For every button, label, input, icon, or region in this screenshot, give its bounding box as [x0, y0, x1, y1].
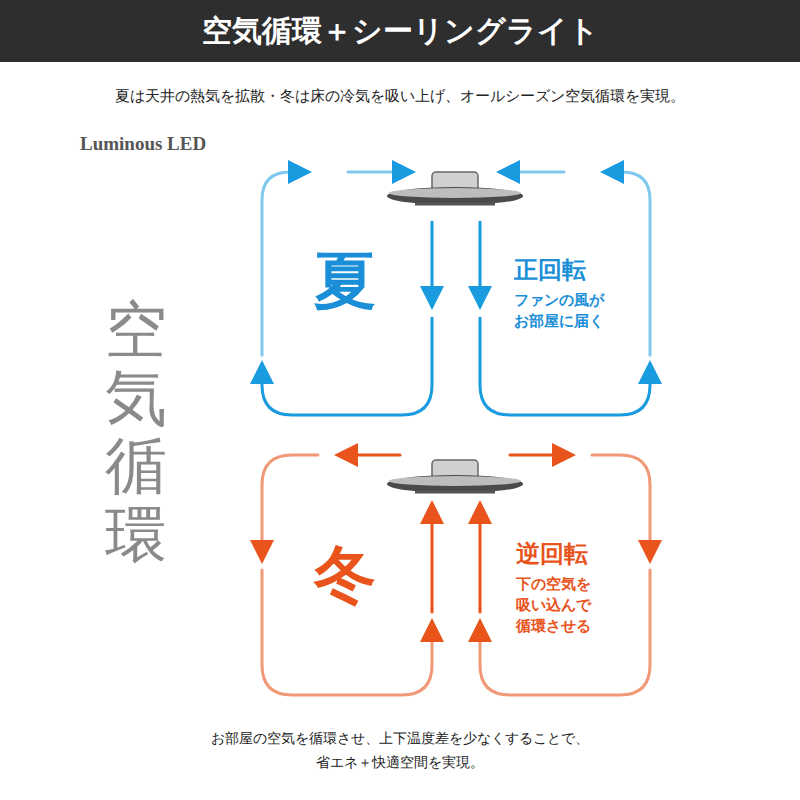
fan-light-winter — [387, 460, 523, 493]
caption-text: お部屋の空気を循環させ、上下温度差を少なくすることで、 省エネ＋快適空間を実現。 — [208, 726, 592, 774]
season-winter: 冬 — [314, 544, 376, 606]
subtitle: 夏は天井の熱気を拡散・冬は床の冷気を吸い上げ、オールシーズン空気循環を実現。 — [0, 84, 800, 108]
winter-airflow — [262, 455, 650, 695]
summer-airflow — [262, 172, 650, 415]
fan-light-summer — [387, 172, 523, 205]
title: 空気循環＋シーリングライト — [0, 0, 800, 62]
vertical-heading: 空気循環 — [105, 296, 167, 569]
rotation-note: 下の空気を 吸い込んで 循環させる — [516, 574, 596, 637]
rotation-label: 正回転 — [514, 254, 586, 286]
rotation-note: ファンの風が お部屋に届く — [514, 290, 607, 332]
rotation-label: 逆回転 — [516, 538, 588, 570]
brand-logo: Luminous LED — [80, 133, 206, 155]
caption: お部屋の空気を循環させ、上下温度差を少なくすることで、 省エネ＋快適空間を実現。 — [0, 726, 800, 774]
season-summer: 夏 — [314, 250, 376, 312]
